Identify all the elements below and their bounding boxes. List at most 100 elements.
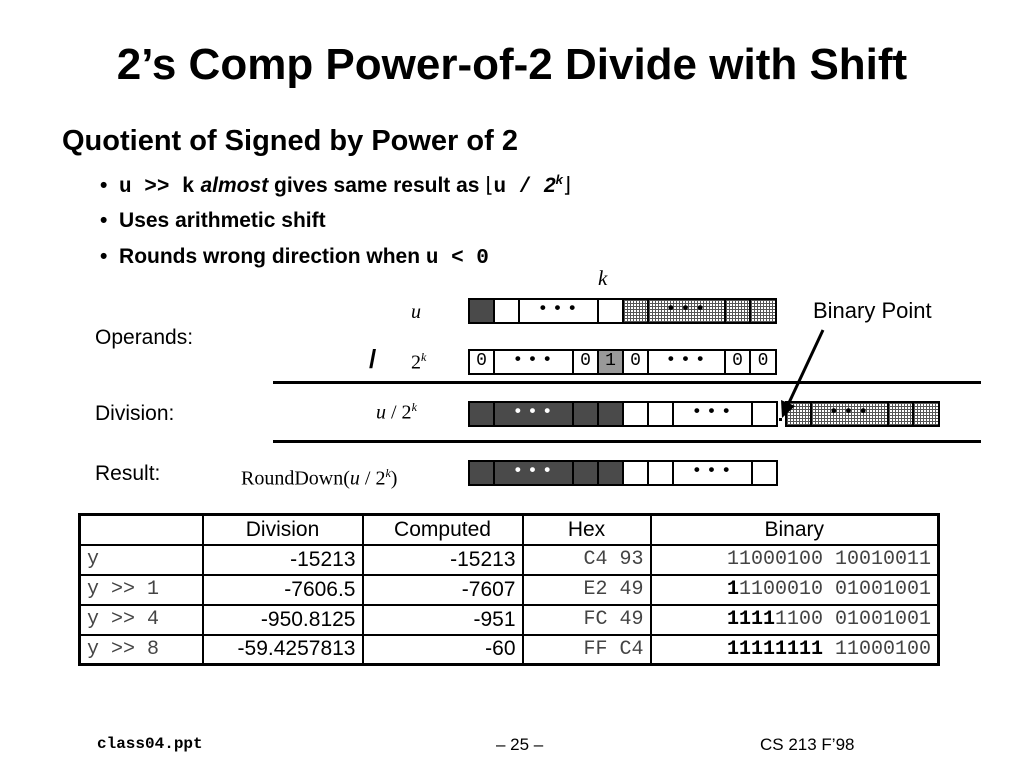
shift-results-table: Division Computed Hex Binary y -15213 -1…: [78, 513, 940, 666]
fraction-bit-cell: [887, 401, 914, 427]
bit-zero: 0: [749, 349, 777, 375]
table-row: y >> 4 -950.8125 -951 FC 49 11111100 010…: [78, 603, 940, 636]
fraction-bit-cell: [724, 298, 751, 324]
bit-cell: [647, 460, 674, 486]
bit-one: 1: [597, 349, 624, 375]
table-row: y -15213 -15213 C4 93 11000100 10010011: [78, 543, 940, 576]
division-cell: -15213: [201, 543, 364, 576]
header-cell: Binary: [649, 513, 940, 546]
hex-cell: FF C4: [521, 633, 652, 666]
ellipsis-cell: • • •: [672, 401, 753, 427]
bit-zero: 0: [724, 349, 751, 375]
binary-bits: 11000100: [822, 637, 931, 661]
sign-bit-cell: [597, 460, 624, 486]
binary-bold-bits: 1: [726, 578, 739, 601]
hex-cell: C4 93: [521, 543, 652, 576]
bullet-dot: •: [100, 245, 120, 268]
bullet-dot: •: [100, 209, 120, 232]
division-cell: -59.4257813: [201, 633, 364, 666]
header-cell: Hex: [521, 513, 652, 546]
bullet-2: • Uses arithmetic shift: [100, 209, 326, 233]
floor-close: ⌋: [562, 174, 572, 197]
divider-line: [273, 440, 981, 443]
binary-cell: 11111111 11000100: [649, 633, 940, 666]
expr-cell: y >> 4: [78, 603, 204, 636]
binary-bits: 1100010 01001001: [738, 578, 931, 601]
binary-cell: 11100010 01001001: [649, 573, 940, 606]
two-label: 2: [411, 351, 421, 374]
ellipsis-cell: • • •: [493, 349, 574, 375]
bit-zero: 0: [572, 349, 599, 375]
bullet-3-text: Rounds wrong direction when: [119, 245, 426, 268]
bullet-1-code: u >> k: [119, 176, 195, 199]
binary-point-arrow: [781, 329, 825, 418]
bit-cell: [647, 401, 674, 427]
binary-bits: 1100 01001001: [774, 608, 931, 631]
sign-bit-cell: [468, 401, 495, 427]
hex-cell: E2 49: [521, 573, 652, 606]
sign-bit-cell: [468, 460, 495, 486]
bit-cell: [597, 298, 624, 324]
computed-cell: -15213: [361, 543, 524, 576]
bullet-1-text: gives same result as: [268, 174, 486, 197]
table-header-row: Division Computed Hex Binary: [78, 513, 940, 546]
div-u: u: [376, 401, 386, 424]
sign-bit-cell: [572, 460, 599, 486]
fraction-bit-cell: [749, 298, 777, 324]
binary-bold-bits: 1111: [726, 608, 775, 631]
floor-open: ⌊: [485, 174, 494, 197]
bullet-dot: •: [100, 174, 120, 197]
binary-point-label: Binary Point: [813, 298, 932, 323]
header-cell: [78, 513, 204, 546]
u-label: u: [411, 301, 421, 323]
ellipsis-cell: • • •: [672, 460, 753, 486]
round-mid: / 2: [359, 467, 386, 490]
bullet-1-sup: k: [555, 172, 563, 187]
expr-cell: y >> 8: [78, 633, 204, 666]
binary-point-dot: [779, 418, 782, 421]
binary-bold-bits: 11111111: [726, 637, 823, 661]
bit-cell: [622, 460, 649, 486]
k-label: k: [598, 266, 608, 290]
operands-label: Operands:: [95, 326, 194, 349]
bit-zero: 0: [468, 349, 495, 375]
expr-cell: y: [78, 543, 204, 576]
round-prefix: RoundDown(: [241, 467, 350, 490]
fraction-bit-cell: [785, 401, 812, 427]
binary-cell: 11000100 10010011: [649, 543, 940, 576]
bit-cell: [751, 401, 778, 427]
computed-cell: -951: [361, 603, 524, 636]
header-cell: Division: [201, 513, 364, 546]
divider-line: [273, 381, 981, 384]
two-to-k-label: 2k: [411, 350, 426, 375]
computed-cell: -7607: [361, 573, 524, 606]
bullet-1-emphasis: almost: [200, 174, 269, 197]
sign-ext-ellipsis: • • •: [493, 460, 574, 486]
footer-course: CS 213 F’98: [760, 735, 855, 754]
table-row: y >> 1 -7606.5 -7607 E2 49 11100010 0100…: [78, 573, 940, 606]
result-label: Result:: [95, 462, 161, 485]
sign-ext-ellipsis: • • •: [493, 401, 574, 427]
division-cell: -7606.5: [201, 573, 364, 606]
bullet-3-code: u < 0: [425, 247, 489, 270]
division-label: Division:: [95, 402, 175, 425]
sign-bit-cell: [597, 401, 624, 427]
binary-cell: 11111100 01001001: [649, 603, 940, 636]
expr-cell: y >> 1: [78, 573, 204, 606]
hex-cell: FC 49: [521, 603, 652, 636]
slide-subtitle: Quotient of Signed by Power of 2: [62, 125, 518, 157]
fraction-ellipsis-cell: • • •: [647, 298, 726, 324]
table-row: y >> 8 -59.4257813 -60 FF C4 11111111 11…: [78, 633, 940, 666]
u-div-2k-label: u / 2k: [376, 400, 417, 425]
division-cell: -950.8125: [201, 603, 364, 636]
bit-cell: [622, 401, 649, 427]
bullet-2-text: Uses arithmetic shift: [119, 209, 326, 232]
bit-zero: 0: [622, 349, 649, 375]
ellipsis-cell: • • •: [518, 298, 599, 324]
binary-bits: 11000100 10010011: [726, 548, 931, 571]
fraction-bit-cell: [912, 401, 940, 427]
round-u: u: [349, 467, 360, 490]
round-suffix: ): [390, 467, 398, 490]
sup-k: k: [421, 350, 427, 364]
bullet-3: • Rounds wrong direction when u < 0: [100, 245, 489, 270]
